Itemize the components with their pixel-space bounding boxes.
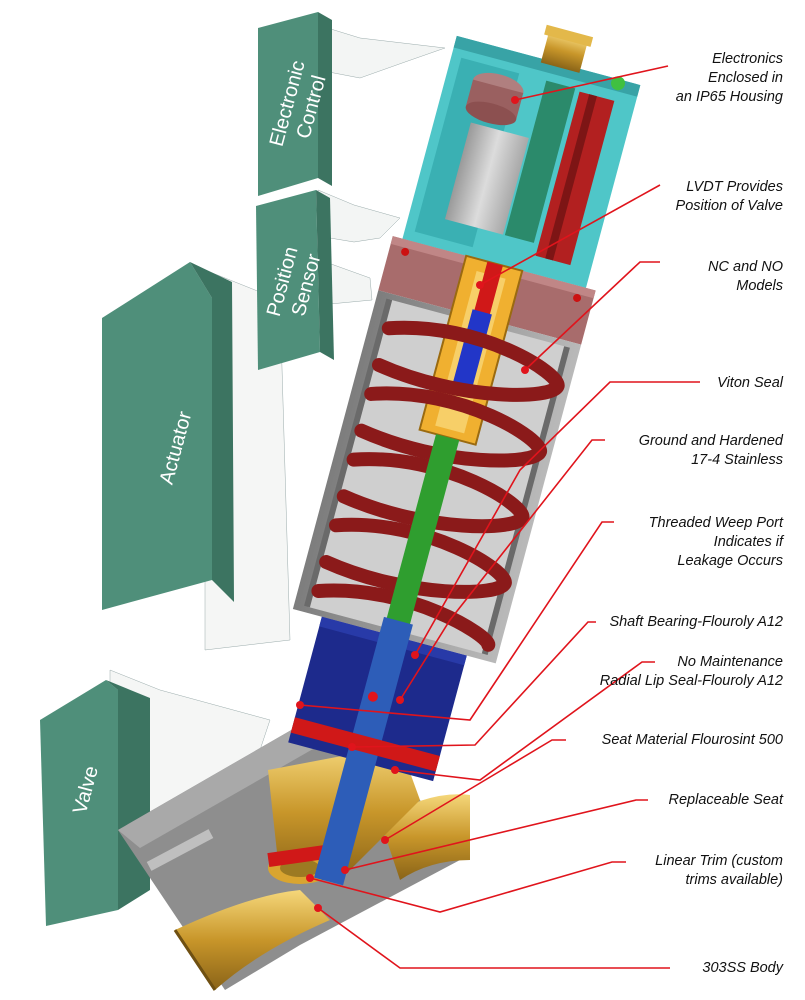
leader-dots bbox=[296, 96, 529, 912]
callout-ground-hardened: Ground and Hardened 17-4 Stainless bbox=[638, 433, 783, 468]
seal-block bbox=[288, 616, 467, 886]
callout-replaceable-seat: Replaceable Seat bbox=[668, 792, 783, 808]
callout-body: 303SS Body bbox=[702, 960, 783, 976]
callout-weep-port: Threaded Weep Port Indicates if Leakage … bbox=[648, 515, 783, 569]
section-panels: Electronic Control Position Sensor Actua… bbox=[40, 12, 446, 926]
section-valve: Valve bbox=[40, 680, 150, 926]
shaft bbox=[384, 434, 460, 634]
callout-seat-material: Seat Material Flourosint 500 bbox=[601, 732, 783, 748]
leader-lines bbox=[299, 65, 700, 969]
actuator-assembly bbox=[288, 24, 641, 886]
callout-electronics: Electronics Enclosed in an IP65 Housing bbox=[675, 51, 783, 105]
callout-linear-trim: Linear Trim (custom trims available) bbox=[655, 853, 783, 888]
electronics-housing bbox=[402, 24, 641, 288]
section-actuator: Actuator bbox=[102, 262, 234, 610]
callout-shaft-bearing: Shaft Bearing-Flouroly A12 bbox=[609, 614, 783, 630]
callout-nc-no-models: NC and NO Models bbox=[708, 259, 783, 294]
section-position-sensor: Position Sensor bbox=[256, 190, 334, 370]
callout-lvdt: LVDT Provides Position of Valve bbox=[675, 179, 783, 214]
section-electronic-control: Electronic Control bbox=[258, 12, 332, 196]
callout-viton-seal: Viton Seal bbox=[717, 375, 783, 391]
callout-radial-lip-seal: No Maintenance Radial Lip Seal-Flouroly … bbox=[599, 654, 783, 689]
